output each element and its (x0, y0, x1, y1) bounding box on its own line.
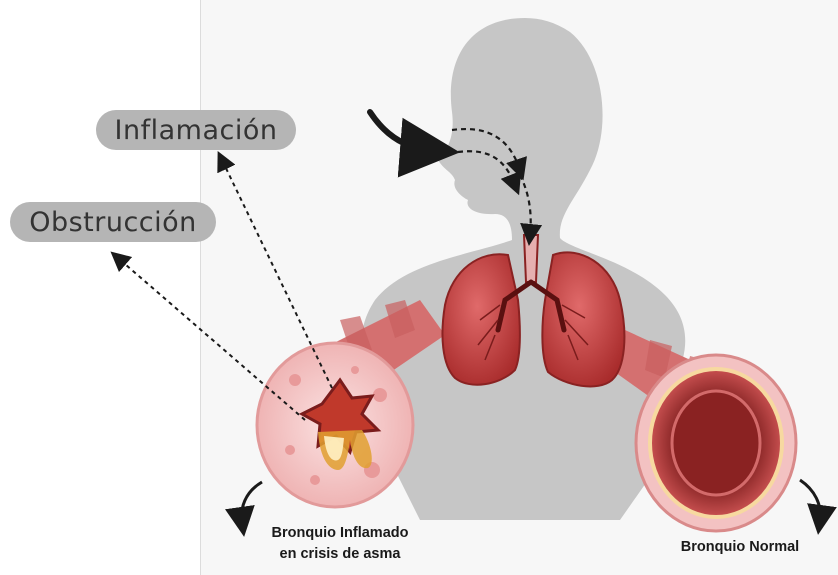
inflamed-bronchus (255, 300, 445, 509)
airflow-arrows (451, 127, 543, 246)
inhale-arrow-icon (367, 109, 460, 178)
curved-arrow-left-icon (225, 480, 263, 537)
label-obstruccion: Obstrucción (10, 202, 216, 242)
lungs (441, 234, 626, 388)
panel-divider (200, 0, 201, 575)
caption-inflamed-line1: Bronquio Inflamado (271, 525, 409, 541)
pointer-arrows (110, 150, 333, 421)
caption-normal-bronchus: Bronquio Normal (680, 539, 800, 555)
left-panel-background (0, 0, 200, 575)
caption-inflamed-line2: en crisis de asma (279, 546, 401, 562)
caption-inflamed-bronchus: Bronquio Inflamado en crisis de asma (240, 523, 440, 565)
body-silhouette (361, 18, 686, 520)
normal-bronchus (605, 330, 798, 533)
label-inflamacion: Inflamación (96, 110, 296, 150)
curved-arrow-right-icon (799, 478, 837, 535)
